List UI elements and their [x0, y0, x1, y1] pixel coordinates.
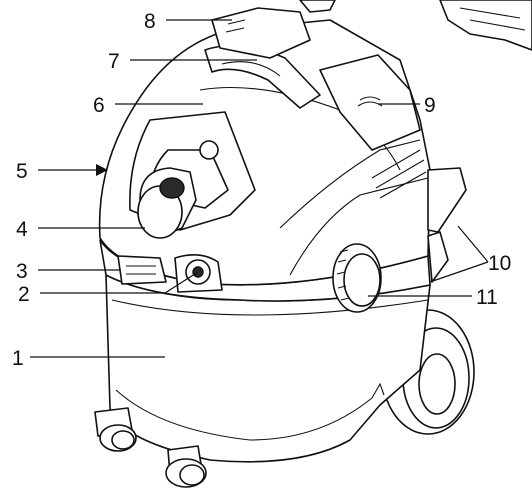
callout-3: 3 [16, 260, 28, 283]
accessory-top-right [299, 0, 532, 51]
lid-latch [117, 255, 167, 285]
callout-1: 1 [12, 347, 24, 370]
callout-4: 4 [16, 218, 28, 241]
callout-10: 10 [488, 252, 511, 275]
control-housing [319, 54, 421, 151]
container-body [105, 274, 431, 463]
callout-8: 8 [144, 10, 156, 33]
power-socket [174, 254, 223, 293]
callout-11: 11 [476, 286, 498, 309]
top-switch [211, 7, 311, 59]
callout-7: 7 [108, 50, 120, 73]
front-caster-right [165, 445, 207, 488]
callout-9: 9 [424, 94, 436, 117]
callout-2: 2 [18, 283, 30, 306]
callout-labels: 1 2 3 4 5 6 7 8 9 10 11 [12, 10, 511, 370]
hose-connector [137, 167, 197, 239]
callout-5: 5 [16, 160, 28, 183]
leader-lines [30, 19, 489, 358]
front-caster-left [94, 407, 137, 452]
accessory-holder [427, 167, 467, 283]
callout-6: 6 [93, 94, 105, 117]
filter-cleaning-knob [332, 243, 382, 313]
